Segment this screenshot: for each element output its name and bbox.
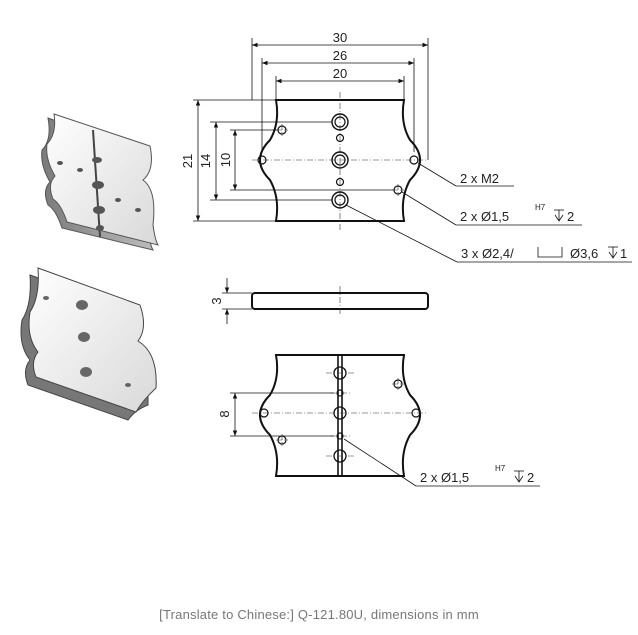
pin-holes-bottom-depth: 2: [527, 470, 534, 485]
thread-hole: [409, 155, 419, 165]
pin-holes-bottom-fit: H7: [495, 464, 506, 473]
callout-pin-holes-top: 2 x Ø1,5 H7 2: [460, 203, 574, 224]
depth-symbol: [608, 246, 618, 259]
dim-3: 3: [209, 297, 224, 304]
depth-symbol: [554, 209, 564, 222]
callout-counterbore: 3 x Ø2,4/ Ø3,6 1: [461, 246, 627, 261]
dim-30: 30: [333, 30, 347, 45]
counterbore-symbol: [537, 247, 563, 258]
pin-holes-bottom-label: 2 x Ø1,5: [420, 470, 469, 485]
pin-hole: [335, 133, 345, 143]
callout-pin-holes-bottom: 2 x Ø1,5 H7 2: [420, 464, 534, 485]
technical-drawing: 30 26 20 21 14 10 2 x M2 2 x Ø1,5 H7: [20, 30, 632, 487]
counterbore-hole: [331, 151, 349, 169]
dim-26: 26: [333, 48, 347, 63]
dim-20: 20: [333, 66, 347, 81]
pin-holes-top-depth: 2: [567, 209, 574, 224]
pin-holes-top-fit: H7: [535, 203, 546, 212]
depth-symbol: [514, 470, 524, 483]
isometric-view-bottom: [20, 267, 157, 421]
pin-holes-top-label: 2 x Ø1,5: [460, 209, 509, 224]
dim-21: 21: [180, 154, 195, 168]
dim-14: 14: [198, 154, 213, 168]
thread-hole: [257, 155, 267, 165]
top-view: 30 26 20 21 14 10: [180, 30, 632, 263]
bottom-view: 8: [217, 354, 540, 487]
side-view: 3: [209, 278, 429, 324]
dim-10: 10: [218, 153, 233, 167]
isometric-view-top: [41, 113, 160, 251]
figure-caption: [Translate to Chinese:] Q-121.80U, dimen…: [159, 607, 479, 622]
counterbore-label: 3 x Ø2,4/: [461, 246, 514, 261]
pin-hole: [335, 177, 345, 187]
dim-8: 8: [217, 410, 232, 417]
counterbore-depth: 1: [620, 246, 627, 261]
callout-m2: 2 x M2: [460, 171, 499, 186]
counterbore-diameter: Ø3,6: [570, 246, 598, 261]
